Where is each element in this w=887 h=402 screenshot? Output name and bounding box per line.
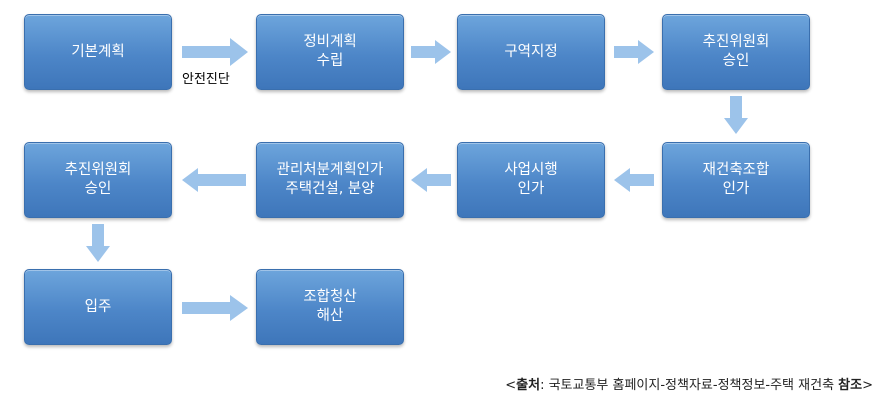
arrow-down-icon [86,224,110,262]
source-suffix: > [862,378,873,393]
step-committee-approval-2: 추진위원회 승인 [24,142,172,218]
source-suffix-bold: 참조 [838,378,863,393]
source-text: : 국토교통부 홈페이지-정책자료-정책정보-주택 재건축 [540,378,839,393]
arrow-down-icon [724,96,748,134]
arrow-right-icon [614,40,654,64]
step-project-authorization: 사업시행 인가 [457,142,605,218]
step-union-dissolution: 조합청산 해산 [256,269,404,345]
source-prefix: < [505,378,517,393]
arrow-left-icon [182,168,246,192]
step-maintenance-plan: 정비계획 수립 [256,14,404,90]
arrow-right-icon [182,295,248,321]
arrow-right-icon [411,40,451,64]
step-zone-designation: 구역지정 [457,14,605,90]
edge-label-safety-check: 안전진단 [182,72,230,87]
arrow-right-icon [182,38,248,66]
source-label: 출처 [516,378,541,393]
step-committee-approval-1: 추진위원회 승인 [662,14,810,90]
step-management-disposal: 관리처분계획인가 주택건설, 분양 [256,142,404,218]
arrow-left-icon [411,168,451,192]
source-caption: <출처: 국토교통부 홈페이지-정책자료-정책정보-주택 재건축 참조> [505,374,873,393]
step-union-authorization: 재건축조합 인가 [662,142,810,218]
step-basic-plan: 기본계획 [24,14,172,90]
arrow-left-icon [614,168,654,192]
step-move-in: 입주 [24,269,172,345]
